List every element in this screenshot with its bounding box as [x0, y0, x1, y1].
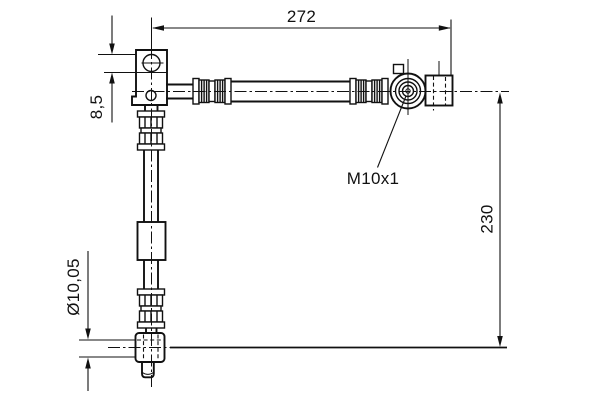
arrow-down	[497, 336, 503, 347]
thread-callout: M10x1	[347, 95, 407, 188]
banjo-tab	[392, 63, 405, 75]
dimension-272: 272	[152, 7, 452, 75]
arrow-up	[497, 92, 503, 104]
arrow-left	[152, 25, 164, 31]
mounting-bracket	[131, 49, 168, 106]
dim-8-5-label: 8,5	[87, 95, 106, 120]
dim-10-05-label: Ø10,05	[64, 258, 83, 316]
arrow-down	[109, 43, 115, 55]
banjo-end-union	[424, 61, 454, 111]
dim-230-label: 230	[478, 204, 497, 233]
banjo-fitting	[389, 59, 427, 115]
dimension-diameter-10-05: Ø10,05	[64, 251, 135, 391]
thread-size-label: M10x1	[347, 169, 400, 188]
arrow-right	[438, 25, 451, 31]
arrow-up	[109, 72, 115, 84]
arrow-up	[85, 357, 91, 369]
end-stud	[141, 361, 155, 379]
dimension-230: 230	[170, 92, 507, 349]
centerlines	[108, 17, 509, 390]
arrow-down	[85, 328, 91, 340]
dim-272-label: 272	[287, 7, 316, 26]
dimension-8-5: 8,5	[87, 15, 167, 123]
bottom-end-fitting	[134, 332, 166, 379]
union-body	[424, 74, 454, 107]
end-stud-arc	[142, 372, 154, 375]
leader-line	[376, 95, 407, 168]
